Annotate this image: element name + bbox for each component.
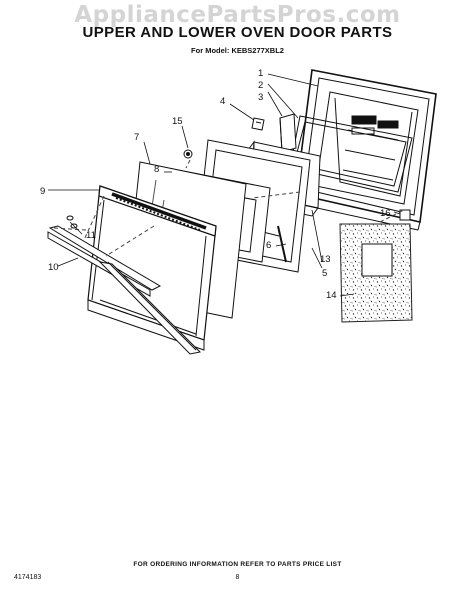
leader-lines	[48, 73, 401, 297]
page-title: UPPER AND LOWER OVEN DOOR PARTS	[82, 24, 393, 41]
callout-6: 6	[266, 240, 271, 251]
page-number: 8	[235, 574, 240, 581]
callout-13: 13	[320, 254, 331, 265]
door-latch-tab	[399, 209, 411, 221]
door-clip	[251, 117, 265, 131]
callout-5: 5	[322, 268, 327, 279]
callout-labels: 1 2 3 4 5 6 7 8 9 10 11 13 14 15 16	[40, 68, 391, 301]
callout-16: 16	[380, 208, 391, 219]
callout-15: 15	[172, 116, 183, 127]
callout-1: 1	[258, 68, 263, 79]
ordering-note: FOR ORDERING INFORMATION REFER TO PARTS …	[133, 561, 342, 568]
door-handle	[47, 225, 202, 355]
screw-set	[66, 215, 78, 229]
model-label: For Model: KEBS277XBL2	[191, 46, 284, 55]
callout-8: 8	[154, 164, 159, 175]
callout-10: 10	[48, 262, 59, 273]
callout-3: 3	[258, 92, 263, 103]
door-bumper	[183, 149, 193, 159]
watermark-text: AppliancePartsPros.com	[74, 2, 401, 28]
callout-7: 7	[134, 132, 139, 143]
door-insulation	[339, 223, 413, 323]
callout-9: 9	[40, 186, 45, 197]
document-number: 4174183	[14, 574, 42, 581]
callout-11: 11	[86, 230, 96, 241]
callout-2: 2	[258, 80, 263, 91]
guide-lines	[53, 159, 405, 257]
callout-14: 14	[326, 290, 337, 301]
callout-4: 4	[220, 96, 225, 107]
door-channel	[279, 113, 413, 193]
